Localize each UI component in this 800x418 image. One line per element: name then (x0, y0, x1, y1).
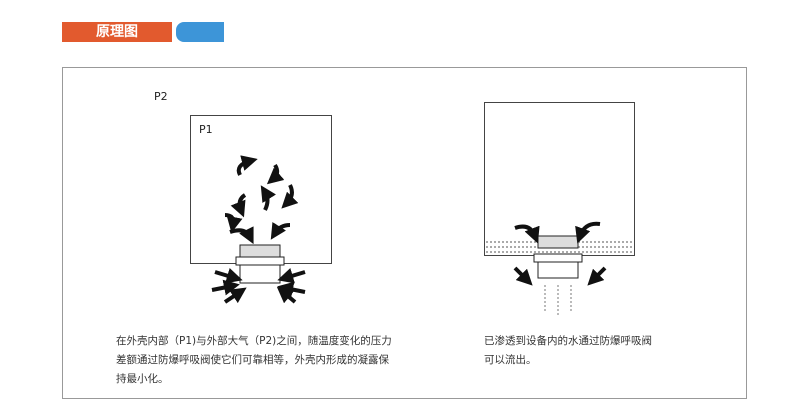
drain-flow (544, 285, 572, 315)
right-caption: 已渗透到设备内的水通过防爆呼吸阀可以流出。 (484, 335, 652, 366)
section-title: 原理图 (62, 22, 172, 42)
p2-label: P2 (154, 90, 168, 103)
water-drain-arrows (513, 221, 607, 286)
breather-valve-right (533, 235, 583, 279)
section-title-accent (176, 22, 224, 42)
p1-label: P1 (199, 123, 213, 136)
enclosure-right (484, 102, 635, 256)
breather-valve-left (235, 244, 285, 284)
left-caption: 在外壳内部（P1)与外部大气（P2)之间，随温度变化的压力差额通过防爆呼吸阀使它… (116, 335, 392, 385)
airflow-arrows-left (211, 155, 306, 304)
diagram-frame (62, 67, 747, 399)
